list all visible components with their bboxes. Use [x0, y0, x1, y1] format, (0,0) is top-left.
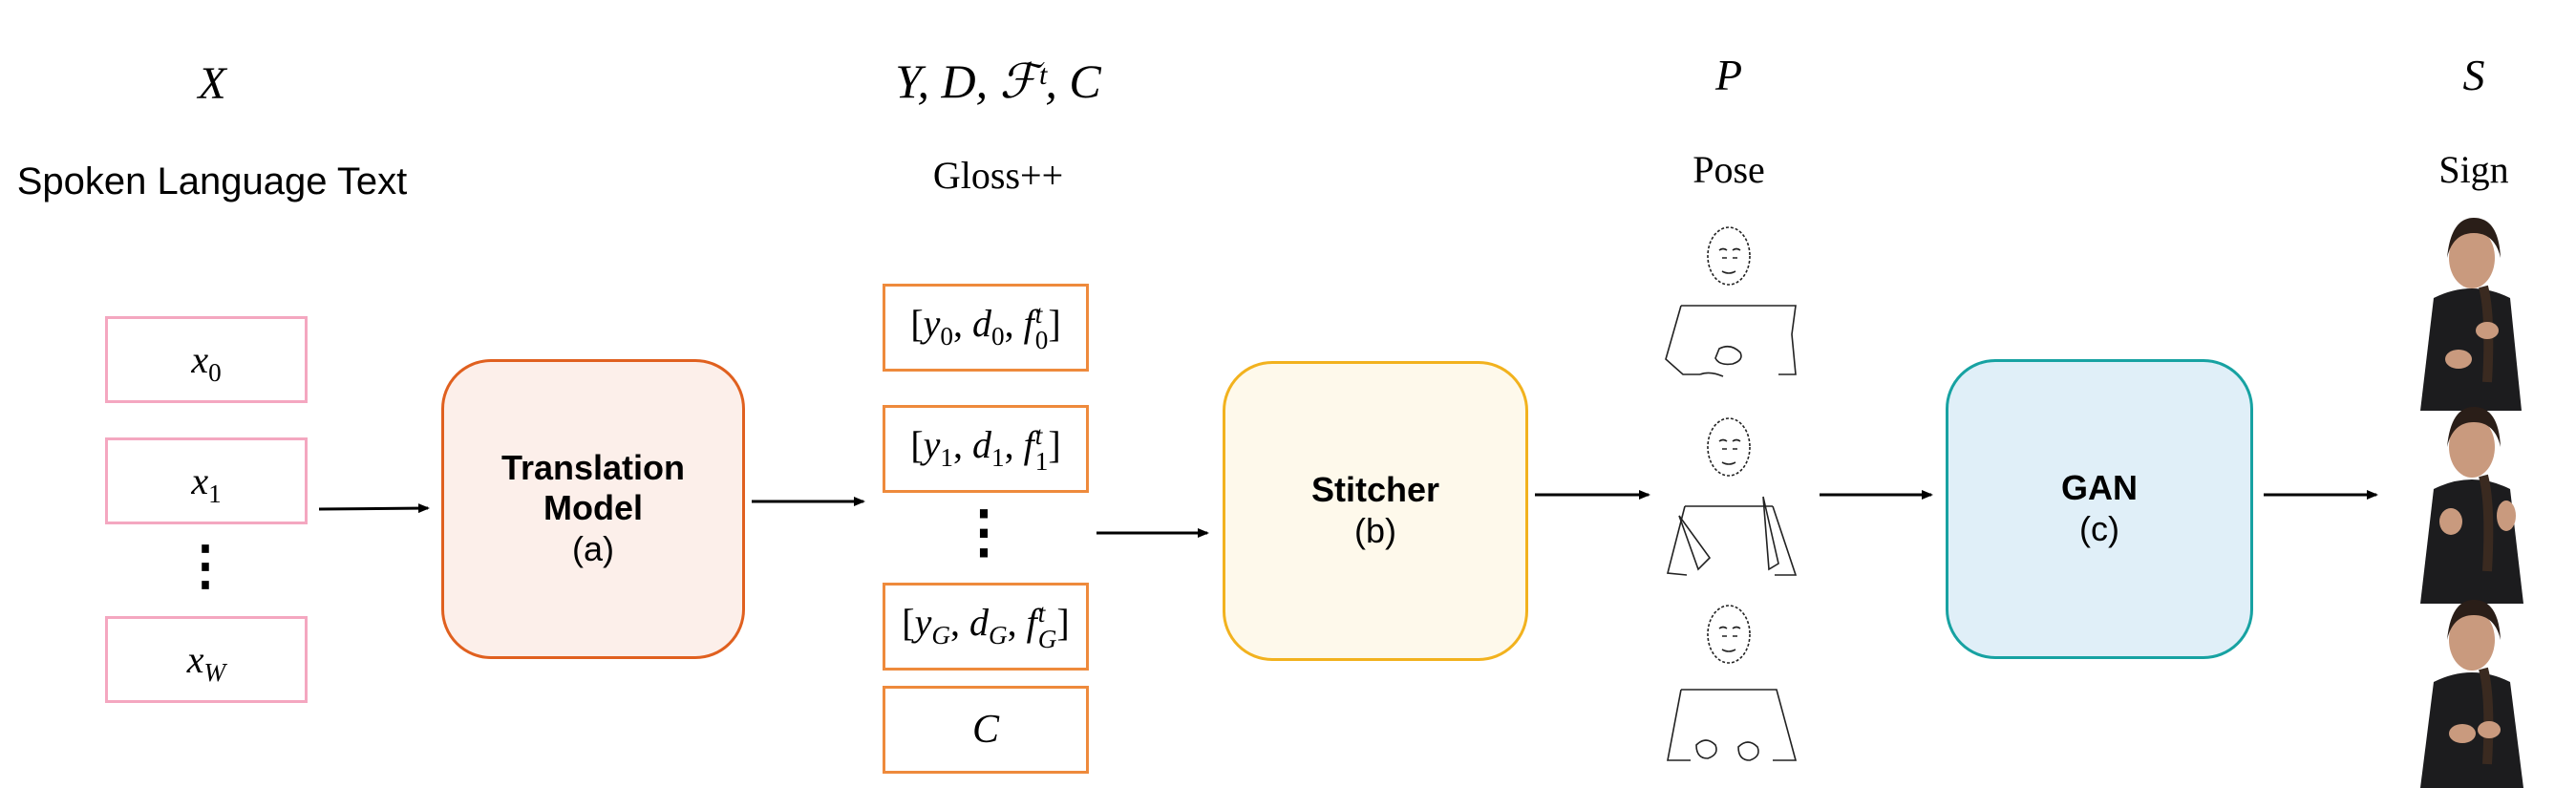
stitcher-tag: (b) — [1354, 511, 1396, 550]
input-label: Spoken Language Text — [16, 160, 408, 202]
input-token-1: x1 — [105, 437, 308, 524]
gloss-symbol: Y, D, ℱᵗ, C — [895, 54, 1101, 108]
stitcher-box: Stitcher (b) — [1223, 361, 1528, 661]
translation-model-tag: (a) — [572, 529, 614, 568]
pose-frame-3 — [1667, 605, 1798, 761]
input-token-0: x0 — [105, 316, 308, 403]
input-symbol: X — [198, 58, 226, 109]
pose-frame-1 — [1665, 226, 1797, 377]
gloss-label: Gloss++ — [932, 154, 1064, 197]
pose-frame-2 — [1666, 417, 1798, 576]
sign-label: Sign — [2438, 148, 2509, 191]
pose-label: Pose — [1692, 148, 1765, 191]
stitcher-title: Stitcher — [1310, 470, 1440, 509]
arrow-input-to-translation — [318, 503, 430, 514]
translation-model-box: Translation Model (a) — [441, 359, 745, 659]
sign-frame-2 — [2407, 407, 2535, 607]
gloss-ellipsis: ⋮ — [955, 500, 1012, 564]
pose-symbol: P — [1714, 51, 1743, 99]
translation-model-title-1: Translation — [500, 448, 686, 487]
sign-frame-1 — [2407, 218, 2535, 415]
translation-model-title-2: Model — [543, 488, 643, 527]
gan-title: GAN — [2061, 468, 2138, 507]
sign-symbol: S — [2462, 51, 2485, 99]
gan-box: GAN (c) — [1946, 359, 2253, 659]
gan-tag: (c) — [2079, 509, 2119, 548]
gloss-context-c: C — [883, 686, 1089, 774]
input-token-w: xW — [105, 616, 308, 703]
input-ellipsis: ⋮ — [179, 537, 232, 596]
sign-frame-3 — [2407, 600, 2535, 788]
